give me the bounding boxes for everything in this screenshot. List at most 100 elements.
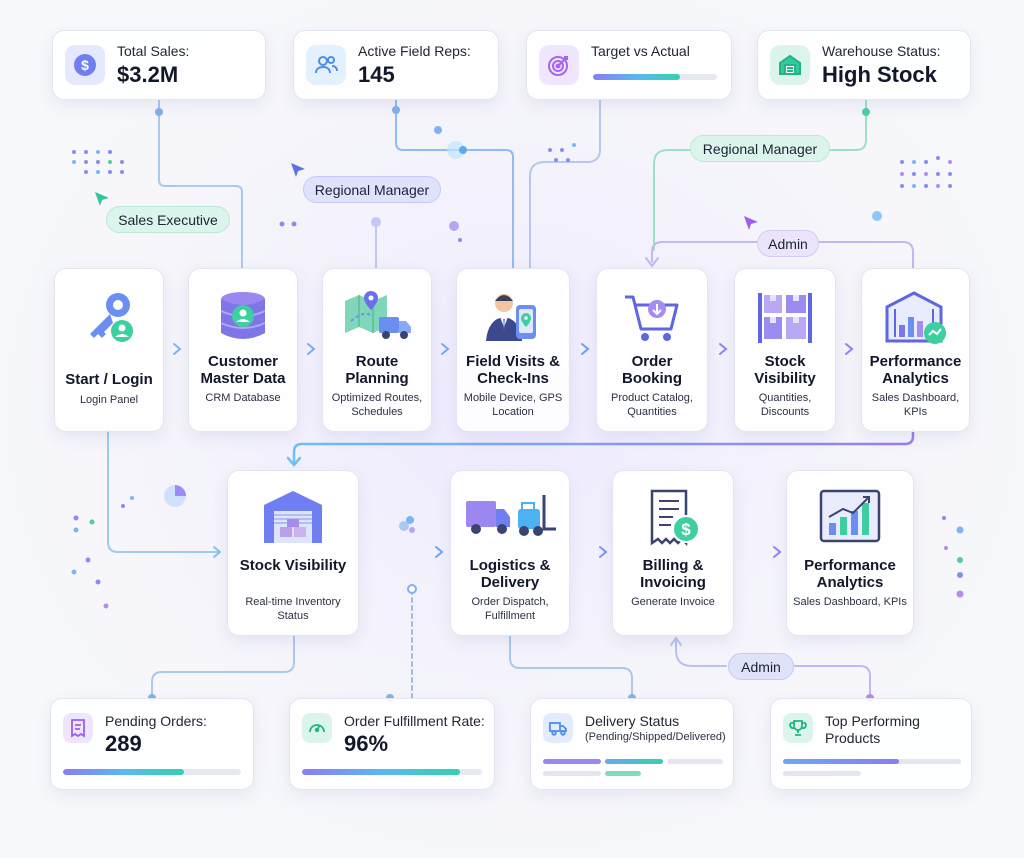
kpi-value: 289 xyxy=(105,731,142,756)
step-title: Route Planning xyxy=(345,353,409,387)
step-subtitle: Mobile Device, GPS Location xyxy=(463,392,563,418)
step-title: Stock Visibility xyxy=(754,353,816,387)
cursor-green-icon xyxy=(95,192,109,206)
step-billing-invoicing[interactable]: $ Billing & Invoicing Generate Invoice xyxy=(612,470,734,636)
segment-shipped xyxy=(605,759,663,764)
step-route-planning[interactable]: Route Planning Optimized Routes, Schedul… xyxy=(322,268,432,432)
kpi-order-fulfillment-rate[interactable]: Order Fulfillment Rate: 96% xyxy=(289,698,495,790)
kpi-delivery-status[interactable]: Delivery Status (Pending/Shipped/Deliver… xyxy=(530,698,734,790)
step-performance-analytics-top[interactable]: Performance Analytics Sales Dashboard, K… xyxy=(861,268,970,432)
segment-pending xyxy=(543,759,601,764)
kpi-value: 96% xyxy=(344,731,389,756)
svg-text:$: $ xyxy=(681,520,691,539)
trophy-icon xyxy=(783,713,813,743)
kpi-label: Top Performing Products xyxy=(825,713,920,746)
step-title: Order Booking xyxy=(622,353,682,387)
step-subtitle: Sales Dashboard, KPIs xyxy=(793,596,907,608)
kpi-value: 145 xyxy=(358,62,395,87)
top-product-bar-fill xyxy=(783,759,899,764)
svg-text:$: $ xyxy=(81,57,89,73)
people-icon xyxy=(306,45,346,85)
kpi-total-sales[interactable]: $ Total Sales: $3.2M xyxy=(52,30,266,100)
delivery-segments xyxy=(543,759,723,779)
role-admin: Admin xyxy=(728,653,794,680)
step-title: Start / Login xyxy=(65,371,153,388)
receipt-icon xyxy=(63,713,93,743)
step-order-booking[interactable]: Order Booking Product Catalog, Quantitie… xyxy=(596,268,708,432)
kpi-warehouse-status[interactable]: Warehouse Status: High Stock xyxy=(757,30,971,100)
kpi-label: Target vs Actual xyxy=(591,43,690,59)
kpi-pending-orders[interactable]: Pending Orders: 289 xyxy=(50,698,254,790)
segment-track xyxy=(605,771,641,776)
warehouse-boxes-icon xyxy=(228,487,358,549)
warehouse-chart-icon xyxy=(862,287,969,349)
top-product-bar xyxy=(783,771,861,776)
step-subtitle: Order Dispatch, Fulfillment xyxy=(471,596,549,622)
step-title: Stock Visibility xyxy=(239,557,347,574)
progress-fill xyxy=(302,769,461,775)
step-start-login[interactable]: Start / Login Login Panel xyxy=(54,268,164,432)
kpi-label: Delivery Status xyxy=(585,713,680,729)
kpi-label: Pending Orders: xyxy=(105,713,207,729)
step-subtitle: Optimized Routes, Schedules xyxy=(331,392,423,418)
step-subtitle: CRM Database xyxy=(205,392,281,404)
analytics-chart-icon xyxy=(787,487,913,549)
progress-fill xyxy=(63,769,185,775)
step-subtitle: Quantities, Discounts xyxy=(758,392,812,418)
step-logistics-delivery[interactable]: Logistics & Delivery Order Dispatch, Ful… xyxy=(450,470,570,636)
step-subtitle: Generate Invoice xyxy=(631,596,715,608)
target-icon xyxy=(539,45,579,85)
step-title: Performance Analytics xyxy=(804,557,896,591)
step-stock-visibility-realtime[interactable]: Stock Visibility Real-time Inventory Sta… xyxy=(227,470,359,636)
step-performance-analytics-bottom[interactable]: Performance Analytics Sales Dashboard, K… xyxy=(786,470,914,636)
database-user-icon xyxy=(189,287,297,349)
step-subtitle: Sales Dashboard, KPIs xyxy=(871,392,960,418)
cursor-blue-icon xyxy=(291,163,305,177)
role-regional-manager: Regional Manager xyxy=(303,176,441,203)
map-truck-icon xyxy=(323,287,431,349)
dollar-icon: $ xyxy=(65,45,105,85)
step-title: Logistics & Delivery xyxy=(469,557,551,591)
pie-decor xyxy=(164,485,186,507)
step-title: Field Visits & Check-Ins xyxy=(466,353,560,387)
step-title: Customer Master Data xyxy=(200,353,286,387)
invoice-icon: $ xyxy=(613,487,733,549)
cart-icon xyxy=(597,287,707,349)
step-subtitle: Real-time Inventory Status xyxy=(245,596,341,622)
cursor-purple-icon xyxy=(744,216,758,230)
fulfillment-progress-bar xyxy=(302,769,482,775)
target-progress-bar xyxy=(593,74,717,80)
decor-dots xyxy=(71,143,964,609)
role-regional-manager: Regional Manager xyxy=(690,135,830,162)
role-sales-executive: Sales Executive xyxy=(106,206,230,233)
boxes-shelf-icon xyxy=(735,287,835,349)
step-customer-master-data[interactable]: Customer Master Data CRM Database xyxy=(188,268,298,432)
step-title: Billing & Invoicing xyxy=(640,557,706,591)
kpi-label: Total Sales: xyxy=(117,43,190,59)
segment-track xyxy=(543,771,601,776)
step-title: Performance Analytics xyxy=(869,353,962,387)
kpi-field-reps[interactable]: Active Field Reps: 145 xyxy=(293,30,499,100)
kpi-value: High Stock xyxy=(822,62,937,87)
kpi-label: Active Field Reps: xyxy=(358,43,471,59)
truck-forklift-icon xyxy=(451,487,569,549)
gauge-icon xyxy=(302,713,332,743)
kpi-target-vs-actual[interactable]: Target vs Actual xyxy=(526,30,732,100)
top-products-bars xyxy=(783,759,961,779)
kpi-label: Order Fulfillment Rate: xyxy=(344,713,485,729)
step-stock-visibility[interactable]: Stock Visibility Quantities, Discounts xyxy=(734,268,836,432)
pending-progress-bar xyxy=(63,769,241,775)
kpi-value: $3.2M xyxy=(117,62,179,87)
kpi-top-performing-products[interactable]: Top Performing Products xyxy=(770,698,972,790)
delivery-truck-icon xyxy=(543,713,573,743)
delivery-sublabel: (Pending/Shipped/Delivered) xyxy=(585,731,726,743)
step-subtitle: Login Panel xyxy=(79,394,139,406)
warehouse-icon xyxy=(770,45,810,85)
role-admin: Admin xyxy=(757,230,819,257)
rep-phone-icon xyxy=(457,287,569,349)
segment-delivered xyxy=(667,759,723,764)
step-subtitle: Product Catalog, Quantities xyxy=(611,392,693,418)
kpi-label: Warehouse Status: xyxy=(822,43,941,59)
step-field-visits[interactable]: Field Visits & Check-Ins Mobile Device, … xyxy=(456,268,570,432)
